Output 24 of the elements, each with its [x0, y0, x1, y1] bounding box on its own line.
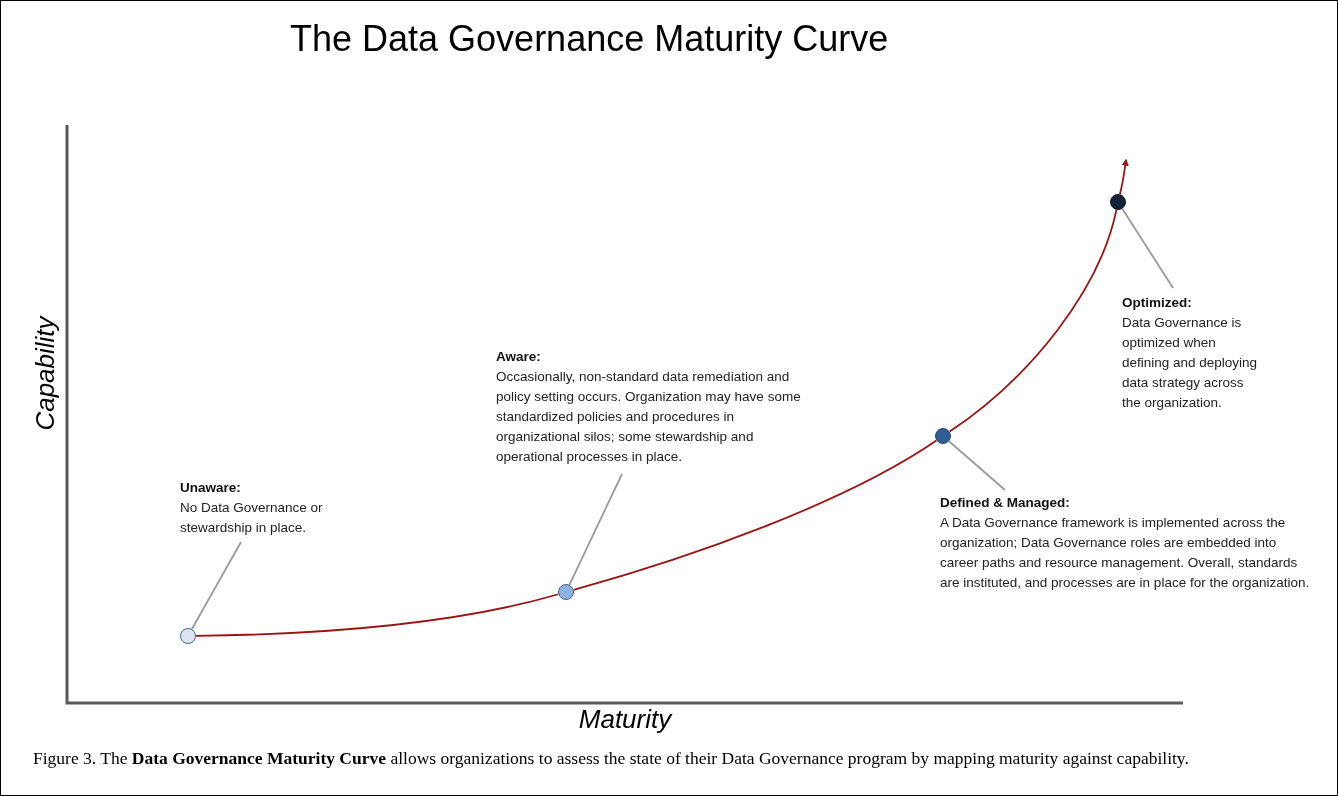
curve-segment — [572, 439, 938, 591]
leader-line — [1121, 207, 1174, 289]
curve-point-marker — [180, 628, 196, 644]
stage-heading: Defined & Managed: — [940, 494, 1071, 512]
curve-point-marker — [558, 584, 574, 600]
stage-heading: Aware: — [496, 348, 542, 366]
curve-segment — [195, 593, 560, 637]
y-axis-title: Capability — [29, 314, 61, 433]
leader-line — [568, 473, 623, 586]
curve-arrow — [1119, 158, 1129, 196]
figure-caption: Figure 3. The Data Governance Maturity Curve allows organizations to assess the state of their Data Governance program by mapping maturity against capability. — [33, 747, 1190, 769]
leader-line — [191, 541, 242, 630]
x-axis-title: Maturity — [577, 704, 674, 735]
curve-point-marker — [935, 428, 951, 444]
curve-point-marker — [1110, 194, 1126, 210]
leader-line — [948, 440, 1006, 491]
curve-segment — [948, 208, 1118, 433]
stage-description: No Data Governance or stewardship in place. — [180, 499, 324, 537]
stage-description: A Data Governance framework is implemented across the organization; Data Governance roles are embedded into career paths and resource management. Overall, standards are instituted, and processes are in place for the organization. — [940, 514, 1311, 592]
stage-heading: Unaware: — [180, 479, 242, 497]
chart-title: The Data Governance Maturity Curve — [290, 18, 889, 60]
stage-description: Data Governance is optimized when defining and deploying data strategy across the organization. — [1122, 314, 1259, 412]
stage-description: Occasionally, non-standard data remediation and policy setting occurs. Organization may have some standardized policies and procedures in organizational silos; some stewardship and operational processes in place. — [496, 368, 802, 466]
stage-heading: Optimized: — [1122, 294, 1193, 312]
